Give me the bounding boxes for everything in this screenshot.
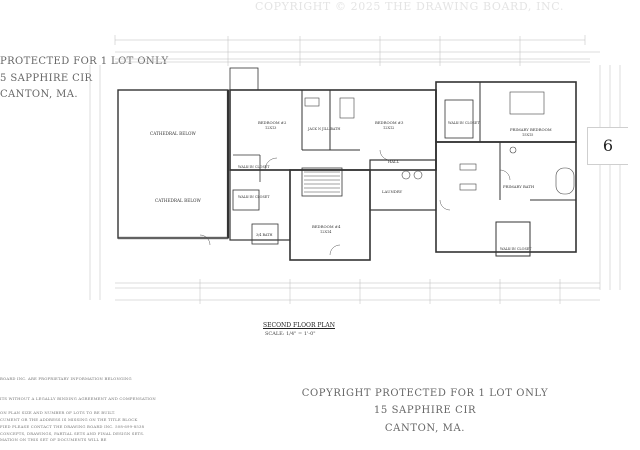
copyright-watermark: COPYRIGHT © 2025 THE DRAWING BOARD, INC. bbox=[255, 0, 564, 13]
notice-top-line1: PROTECTED FOR 1 LOT ONLY bbox=[0, 56, 169, 67]
room-label-primary-bath: PRIMARY BATH bbox=[503, 184, 535, 189]
room-label-bedroom-2: BEDROOM #2 bbox=[258, 120, 287, 125]
disclaimer-line1: BOARD INC. ARE PROPRIETARY INFORMATION B… bbox=[0, 376, 132, 381]
sheet-number-tab: 6 bbox=[587, 127, 628, 165]
room-label-bedroom-3: BEDROOM #3 bbox=[375, 120, 404, 125]
disclaimer-line6: CONCEPTS, DRAWINGS, PARTIAL SETS AND FIN… bbox=[0, 431, 145, 436]
stair-treads bbox=[304, 171, 340, 193]
disclaimer-line7: MATION ON THIS SET OF DOCUMENTS WILL BE bbox=[0, 437, 107, 442]
room-label-laundry: LAUNDRY bbox=[382, 189, 403, 194]
disclaimer-line2: ITS WITHOUT A LEGALLY BINDING AGREEMENT … bbox=[0, 396, 156, 401]
disclaimer-line5: FIED PLEASE CONTACT THE DRAWING BOARD IN… bbox=[0, 424, 145, 429]
disclaimer-line4: CUMENT OR THE ADDRESS IS MISSING ON THE … bbox=[0, 417, 138, 422]
dimension-lines bbox=[89, 35, 621, 304]
floor-plan-scale: SCALE: 1/4" = 1'-0" bbox=[265, 331, 316, 337]
room-label-bedroom-2-size: 12X13 bbox=[265, 126, 276, 130]
room-label-cathedral-1: CATHEDRAL BELOW bbox=[150, 131, 196, 136]
notice-top-line2: 5 SAPPHIRE CIR bbox=[0, 73, 93, 84]
room-label-walkin-1: WALK-IN CLOSET bbox=[238, 165, 270, 169]
room-label-walkin-closet-2: WALK-IN CLOSET bbox=[448, 121, 480, 125]
room-labels: CATHEDRAL BELOW CATHEDRAL BELOW BEDROOM … bbox=[150, 120, 552, 251]
room-label-cathedral-2: CATHEDRAL BELOW bbox=[155, 198, 201, 203]
room-label-primary-bedroom-size: 15X15 bbox=[522, 133, 533, 137]
plan-walls bbox=[117, 67, 577, 261]
disclaimer-line3: ON PLAN SIZE AND NUMBER OF LOTS TO BE BU… bbox=[0, 410, 116, 415]
room-label-bedroom-3-size: 12X12 bbox=[383, 126, 394, 130]
room-label-bedroom-4: BEDROOM #4 bbox=[312, 224, 341, 229]
room-label-jack-jill: JACK N JILL BATH bbox=[307, 127, 340, 131]
room-label-bath-3-4: 3/4 BATH bbox=[256, 233, 273, 237]
door-swings bbox=[199, 149, 511, 256]
fixtures bbox=[304, 91, 575, 195]
room-label-hall: HALL bbox=[388, 159, 400, 164]
notice-bottom-line3: CANTON, MA. bbox=[384, 423, 466, 434]
notice-top-line3: CANTON, MA. bbox=[0, 89, 78, 100]
notice-bottom-line1: COPYRIGHT PROTECTED FOR 1 LOT ONLY bbox=[301, 388, 549, 399]
room-label-walkin-closet-3: WALK-IN CLOSET bbox=[238, 195, 270, 199]
room-label-walkin-closet-4: WALK-IN CLOSET bbox=[500, 247, 532, 251]
room-label-bedroom-4-size: 12X14 bbox=[320, 230, 332, 234]
floor-plan-title: SECOND FLOOR PLAN bbox=[263, 322, 335, 329]
section-rails bbox=[118, 236, 228, 240]
notice-bottom-line2: 15 SAPPHIRE CIR bbox=[373, 405, 477, 416]
room-label-primary-bedroom: PRIMARY BEDROOM bbox=[510, 127, 552, 132]
